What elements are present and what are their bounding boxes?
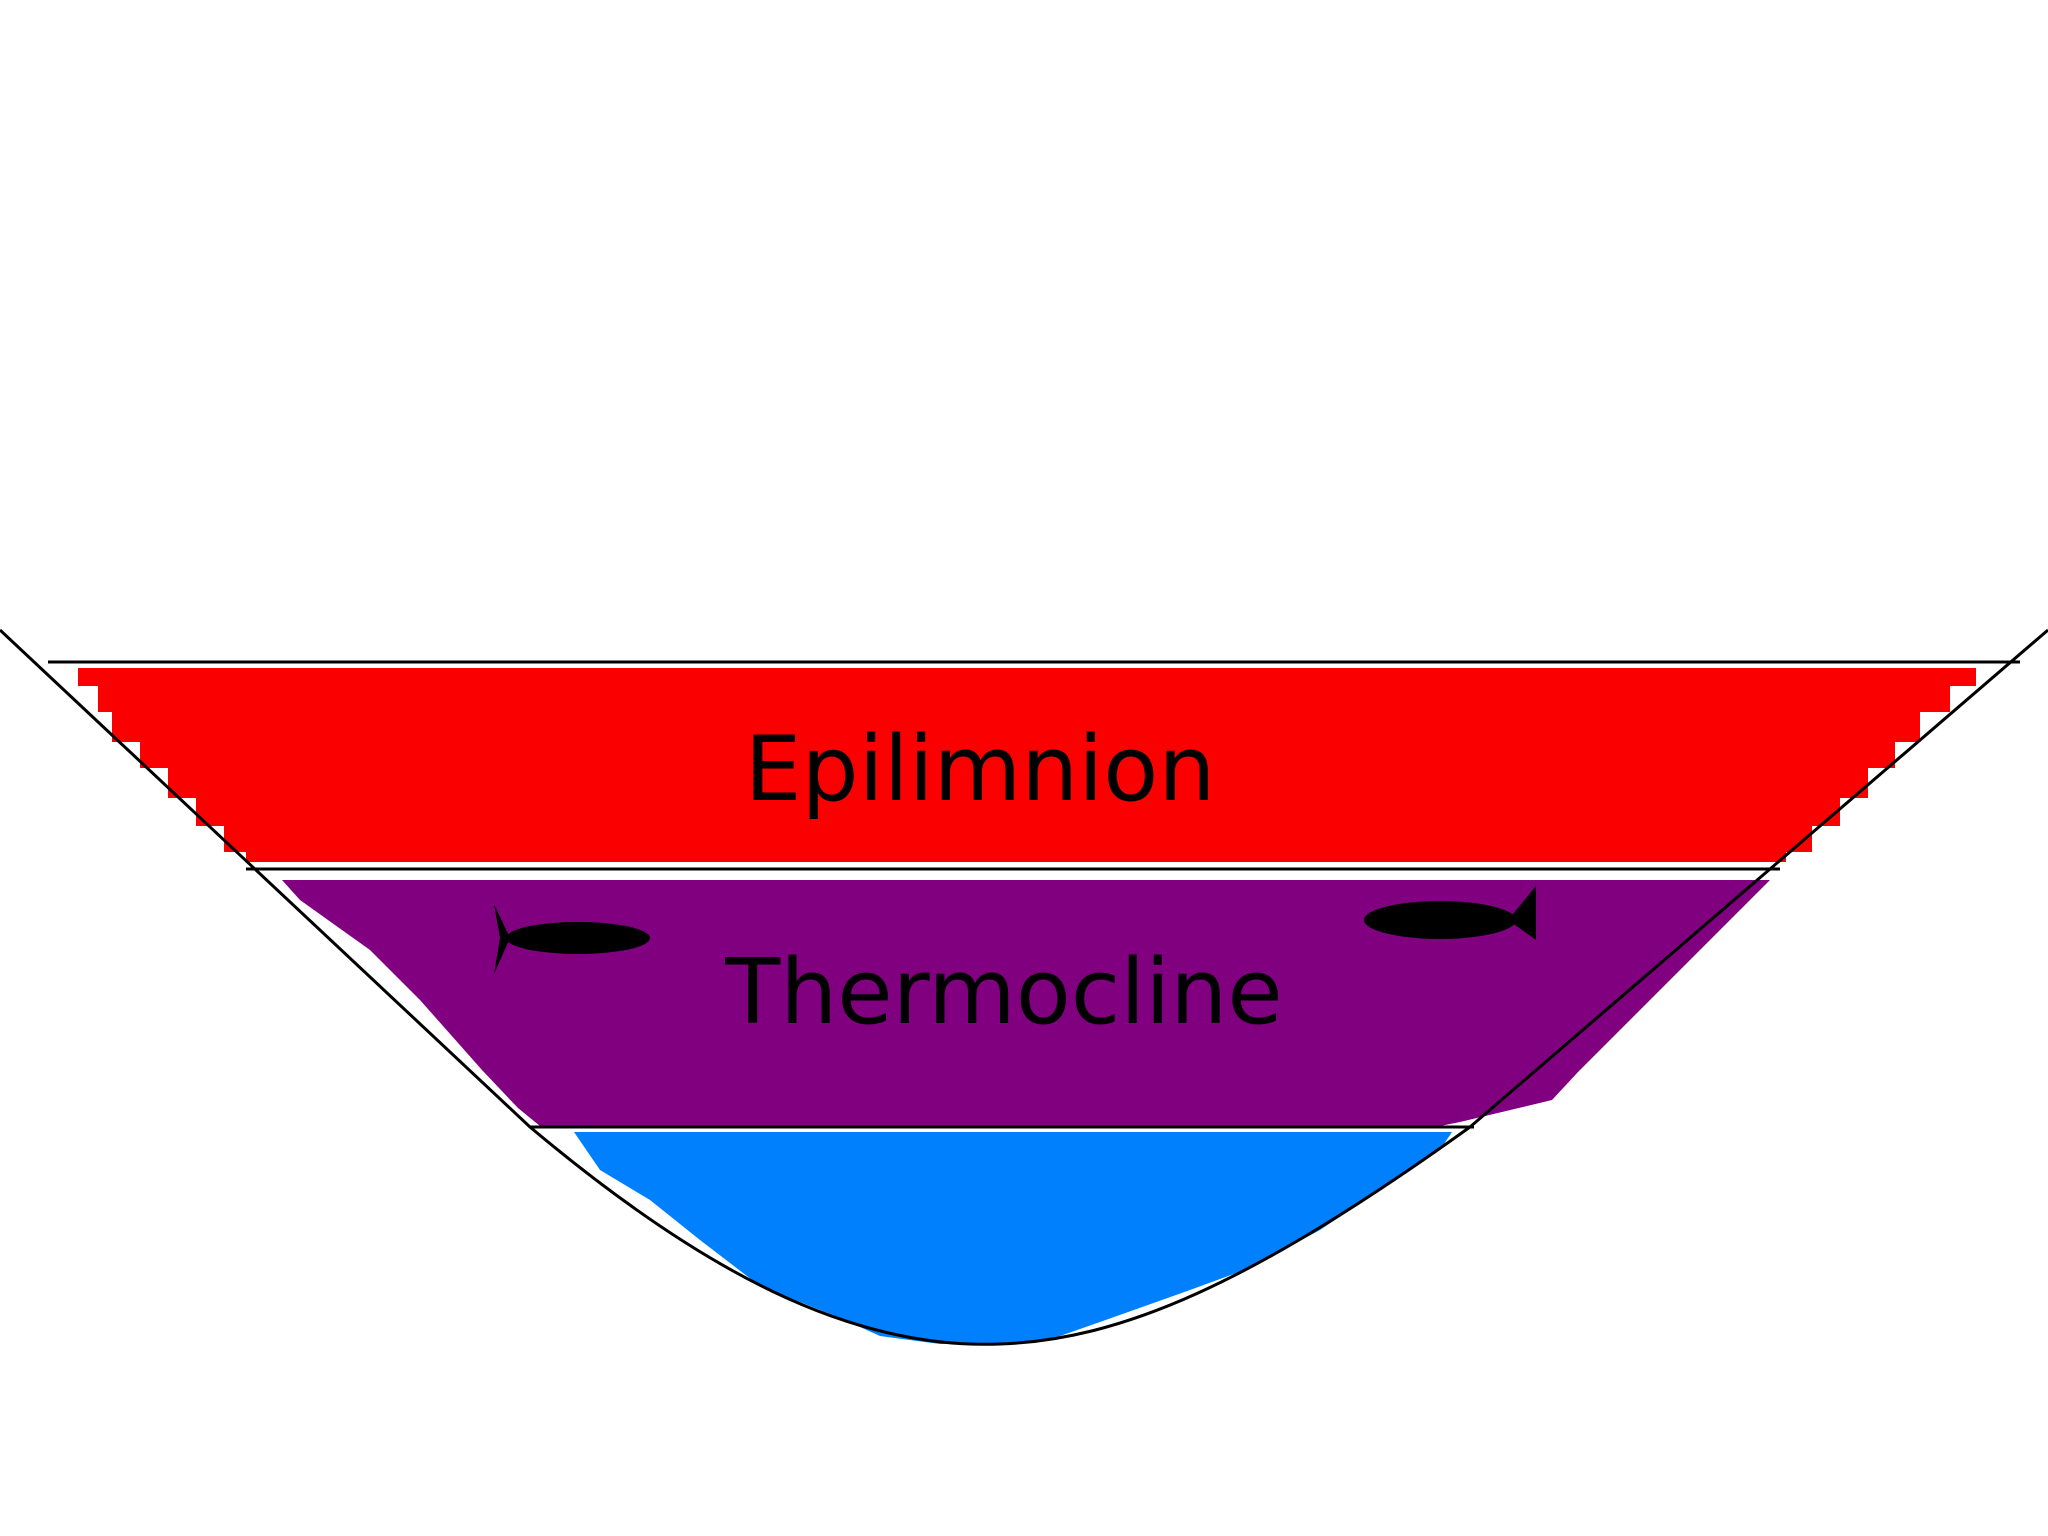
lake-basin-outline	[0, 628, 2048, 1346]
thermocline-label: Thermocline	[724, 940, 1282, 1045]
epilimnion-label: Epilimnion	[745, 717, 1216, 822]
epilimnion-layer	[78, 668, 1976, 862]
fish-icon	[494, 904, 650, 974]
thermocline-layer	[282, 880, 1770, 1126]
fish-icon	[1364, 886, 1536, 940]
hypolimnion-layer	[574, 1132, 1452, 1344]
